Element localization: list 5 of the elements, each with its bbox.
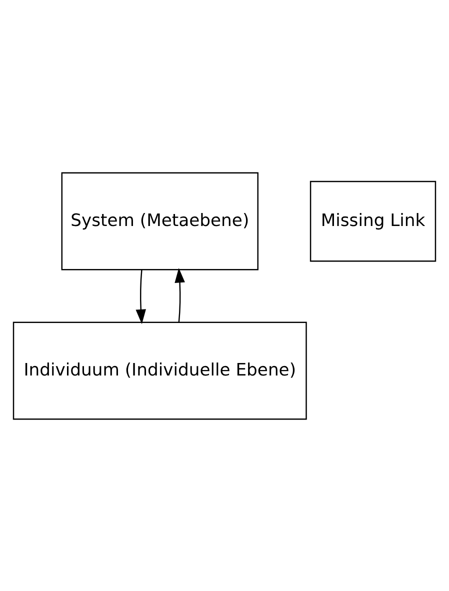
node-box: System (Metaebene) <box>61 172 258 270</box>
arrow <box>136 269 146 324</box>
node-box: Missing Link <box>310 180 436 262</box>
arrow <box>174 267 185 322</box>
node-box: Individuum (Individuelle Ebene) <box>12 321 307 420</box>
